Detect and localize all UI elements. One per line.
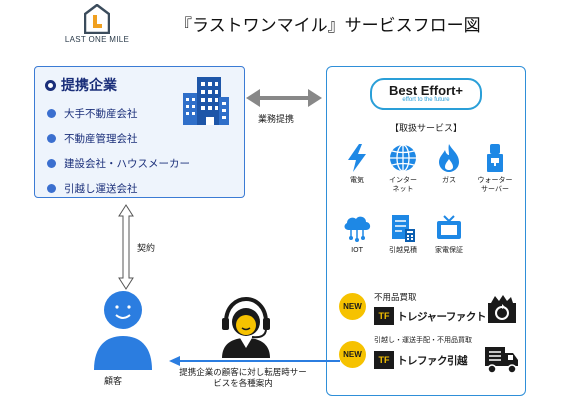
service-label: 電気 bbox=[350, 176, 364, 184]
service-label: ウォーター サーバー bbox=[477, 176, 513, 193]
service-appliance-warranty: 家電保証 bbox=[427, 213, 471, 255]
service-gas: ガス bbox=[427, 143, 471, 185]
service-label: ガス bbox=[442, 176, 456, 184]
cloud-network-icon bbox=[344, 216, 371, 242]
globe-icon bbox=[390, 144, 416, 172]
service-electricity: 電気 bbox=[335, 143, 379, 185]
partner-item: 不動産管理会社 bbox=[47, 126, 190, 151]
partner-title-text: 提携企業 bbox=[61, 78, 117, 94]
treasure-factory-brand: TF トレジャーファクトリー bbox=[374, 307, 506, 325]
service-moving-estimate: 引越見積 bbox=[381, 213, 425, 255]
brand-name: トレファク引越 bbox=[397, 354, 468, 367]
partner-item-label: 建設会社・ハウスメーカー bbox=[64, 158, 190, 170]
best-effort-logo: Best Effort+ effort to the future bbox=[370, 78, 482, 110]
estimate-icon bbox=[392, 215, 415, 242]
service-water-server: ウォーター サーバー bbox=[473, 143, 517, 194]
service-label: 家電保証 bbox=[435, 246, 463, 254]
double-arrow-horizontal-icon bbox=[246, 89, 322, 107]
hikkoshi-label: 引越し・運送手配・不用品買取 bbox=[374, 336, 472, 344]
new-badge: NEW bbox=[339, 341, 366, 368]
partner-item-label: 大手不動産会社 bbox=[64, 108, 138, 120]
dot-bullet-icon bbox=[47, 134, 56, 143]
partner-item: 大手不動産会社 bbox=[47, 101, 190, 126]
flame-icon bbox=[439, 144, 459, 172]
partner-title: 提携企業 bbox=[45, 75, 117, 95]
building-icon bbox=[183, 77, 229, 125]
arrow-left-icon bbox=[169, 356, 340, 366]
water-server-icon bbox=[487, 144, 503, 172]
partner-item: 引越し運送会社 bbox=[47, 176, 190, 201]
lightning-icon bbox=[348, 144, 366, 172]
partner-list: 大手不動産会社 不動産管理会社 建設会社・ハウスメーカー 引越し運送会社 bbox=[47, 101, 190, 201]
gyomu-teikei-label: 業務提携 bbox=[258, 115, 295, 125]
annai-label: 提携企業の顧客に対し転居時サービスを各種案内 bbox=[179, 368, 307, 389]
service-label: インター ネット bbox=[389, 176, 417, 193]
trefac-hikkoshi-brand: TF トレファク引越 bbox=[374, 351, 468, 369]
dot-bullet-icon bbox=[47, 159, 56, 168]
tv-icon bbox=[437, 215, 461, 239]
best-effort-logo-text: Best Effort+ bbox=[388, 83, 464, 98]
customer-person-icon bbox=[94, 291, 152, 370]
tf-logo-mark: TF bbox=[374, 307, 394, 325]
partner-item: 建設会社・ハウスメーカー bbox=[47, 151, 190, 176]
fuyohin-label: 不用品買取 bbox=[374, 293, 417, 303]
service-iot: IOT bbox=[335, 213, 379, 255]
double-arrow-vertical-icon bbox=[118, 204, 134, 290]
services-heading: 【取扱サービス】 bbox=[389, 124, 462, 134]
partner-item-label: 不動産管理会社 bbox=[64, 133, 138, 145]
services-box: Best Effort+ effort to the future 【取扱サービ… bbox=[326, 66, 526, 396]
partner-companies-box: 提携企業 大手不動産会社 不動産管理会社 建設会社・ハウスメーカー 引越し運送会… bbox=[34, 66, 245, 198]
partner-item-label: 引越し運送会社 bbox=[64, 183, 138, 195]
dot-bullet-icon bbox=[47, 184, 56, 193]
service-internet: インター ネット bbox=[381, 143, 425, 194]
logo-text: LAST ONE MILE bbox=[64, 35, 130, 44]
customer-label: 顧客 bbox=[104, 377, 123, 387]
truck-icon bbox=[485, 347, 518, 374]
company-logo: LAST ONE MILE bbox=[52, 4, 142, 50]
tf-logo-mark: TF bbox=[374, 351, 394, 369]
page-title: 『ラストワンマイル』サービスフロー図 bbox=[175, 16, 481, 36]
service-label: IOT bbox=[351, 246, 363, 254]
keiyaku-label: 契約 bbox=[137, 244, 156, 254]
house-logo-icon bbox=[84, 4, 110, 34]
dot-bullet-icon bbox=[47, 109, 56, 118]
ring-bullet-icon bbox=[45, 79, 56, 91]
best-effort-tagline: effort to the future bbox=[402, 97, 450, 103]
brand-name: トレジャーファクトリー bbox=[397, 310, 506, 323]
service-label: 引越見積 bbox=[389, 246, 417, 254]
recycle-box-icon bbox=[488, 295, 516, 323]
new-badge: NEW bbox=[339, 293, 366, 320]
operator-headset-icon bbox=[222, 296, 270, 358]
